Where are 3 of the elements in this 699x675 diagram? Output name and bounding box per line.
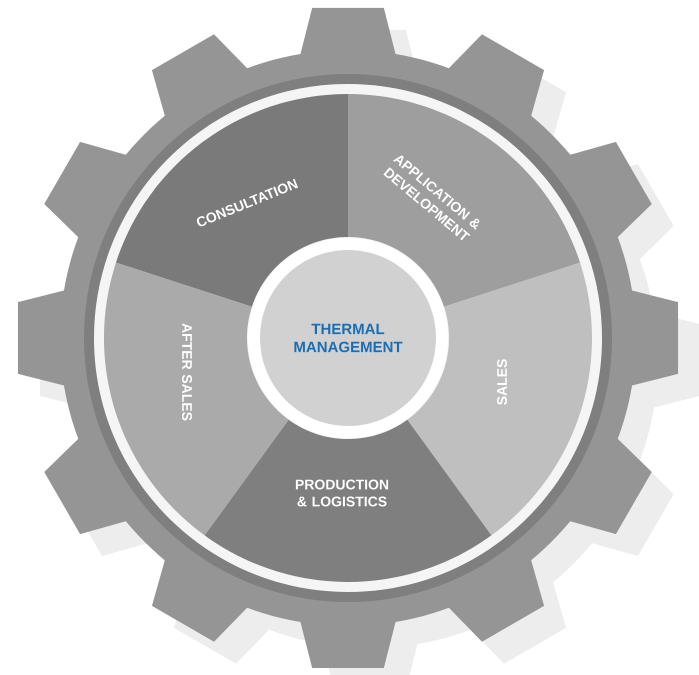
segment-wedge: AFTER SALES	[182, 323, 192, 420]
segment-wedge: SALES	[497, 359, 507, 405]
segment-wedge: PRODUCTION & LOGISTICS	[296, 480, 388, 506]
